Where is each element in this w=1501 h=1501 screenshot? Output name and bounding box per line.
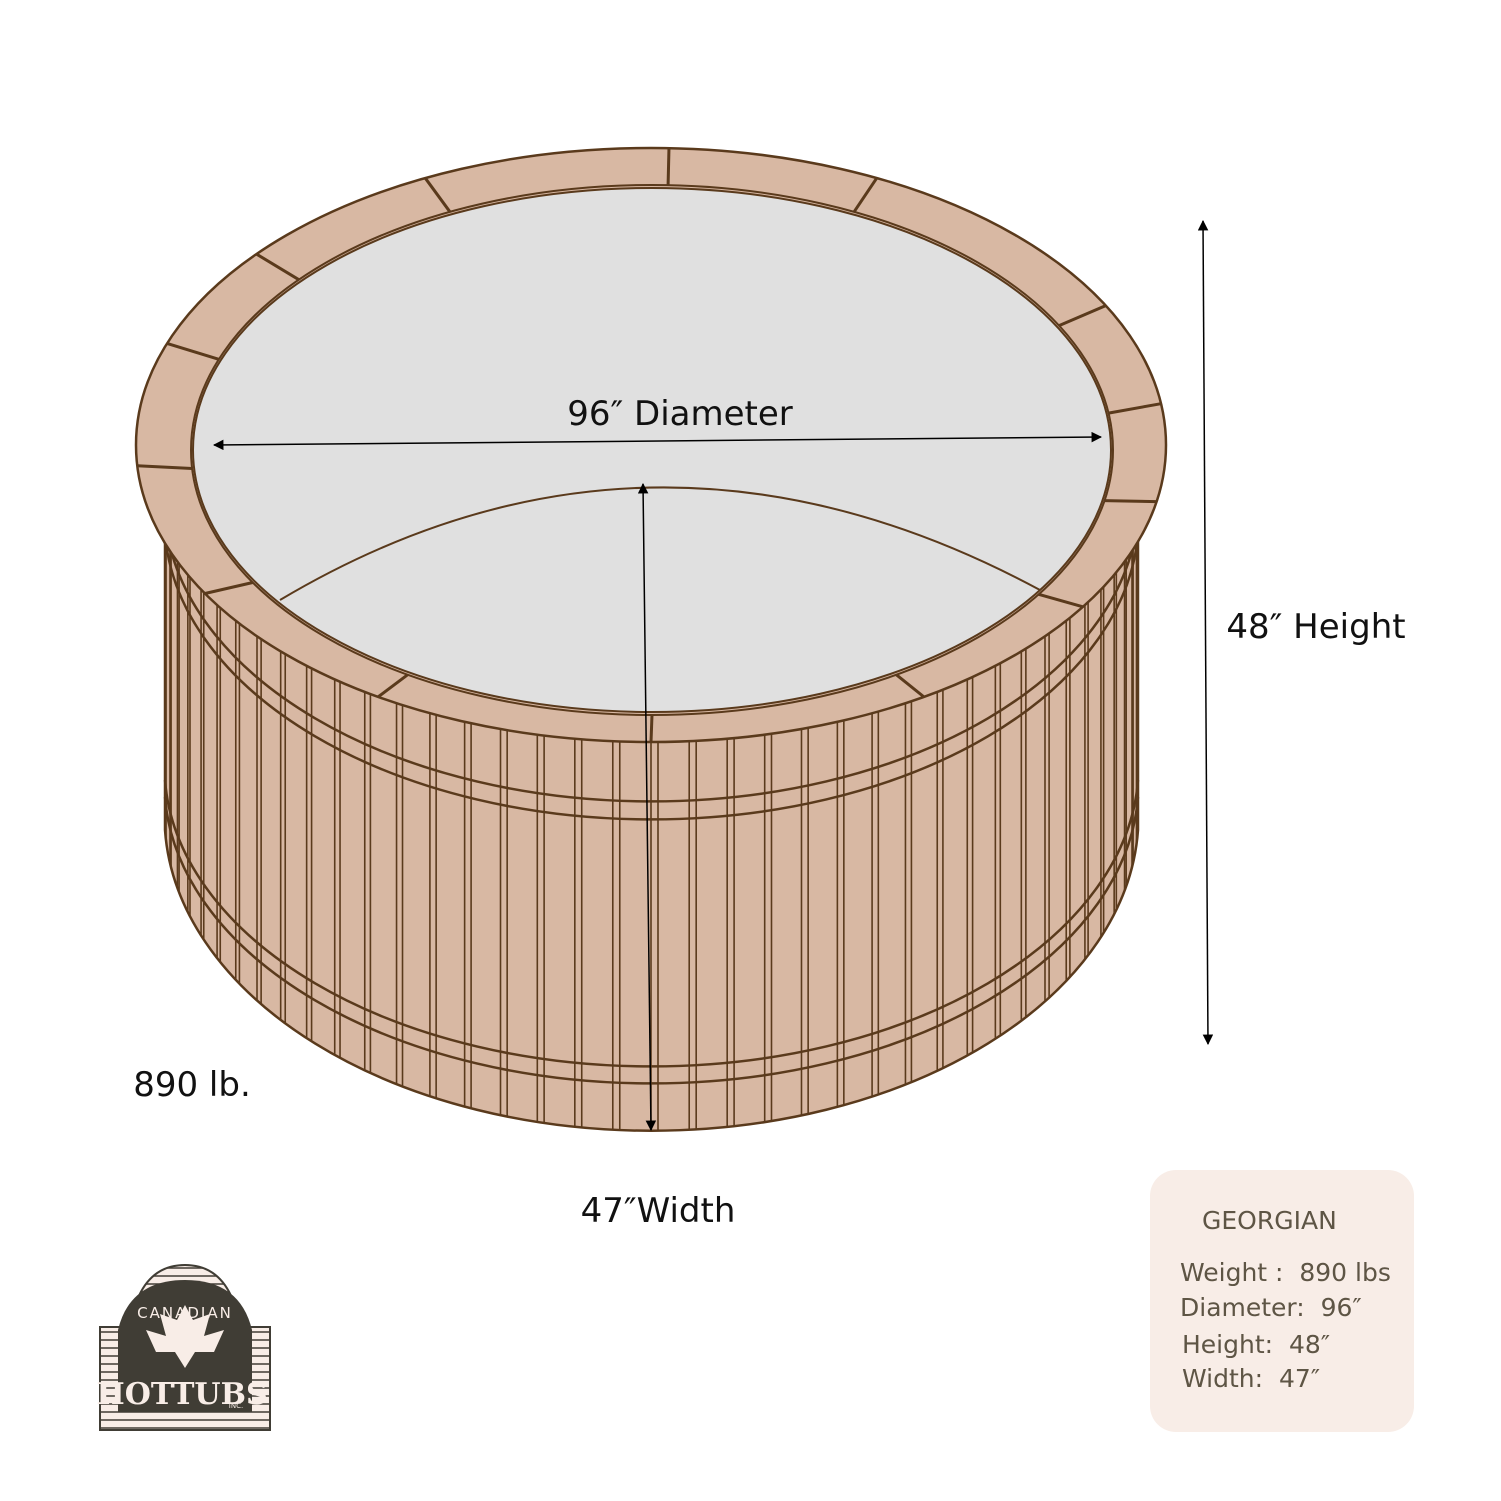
spec-height: Height: 48″ (1182, 1330, 1331, 1359)
rim-joint (255, 252, 300, 281)
width-label: 47″Width (581, 1191, 736, 1231)
rim-joint (1108, 402, 1162, 415)
rim-joint (649, 714, 654, 743)
rim-joint (166, 341, 220, 361)
rim-joint (137, 464, 193, 470)
rim-joint (852, 177, 879, 213)
logo-top-text: CANADIAN (137, 1304, 233, 1322)
dimension-arrows (212, 219, 1214, 1132)
rim-joint (204, 581, 254, 595)
logo-suffix-text: INC. (229, 1402, 243, 1410)
rim-joint (895, 673, 925, 699)
logo-main-text: HOTTUBS (96, 1377, 267, 1412)
rim-joints (137, 148, 1162, 743)
spec-width: Width: 47″ (1182, 1364, 1321, 1393)
weight-label: 890 lb. (133, 1065, 251, 1105)
spec-diameter: Diameter: 96″ (1180, 1293, 1362, 1322)
company-logo: CANADIAN HOTTUBS INC. (96, 1263, 271, 1431)
rim-joint (1104, 499, 1157, 504)
model-name: GEORGIAN (1202, 1206, 1337, 1235)
spec-card: GEORGIAN Weight : 890 lbs Diameter: 96″ … (1150, 1170, 1414, 1432)
spec-weight: Weight : 890 lbs (1180, 1258, 1391, 1287)
width-arrow (637, 482, 657, 1132)
diameter-label: 96″ Diameter (567, 394, 793, 434)
diameter-arrow (212, 431, 1103, 451)
height-label: 48″ Height (1226, 607, 1405, 647)
height-arrow (1197, 219, 1214, 1046)
water-surface (192, 187, 1112, 713)
rim-joint (1058, 304, 1107, 327)
rim-joint (377, 673, 409, 699)
rim-joint (424, 177, 452, 213)
rim-joint (666, 148, 671, 186)
rim-joint (1038, 592, 1084, 609)
